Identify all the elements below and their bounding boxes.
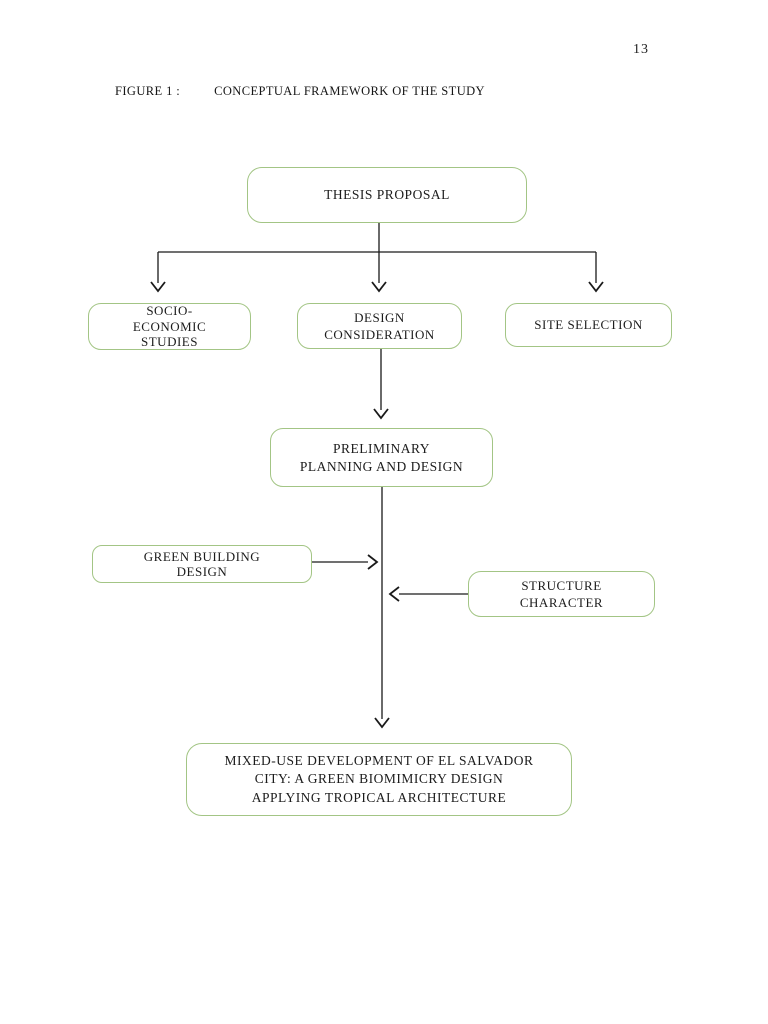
- node-socio-economic-studies: SOCIO- ECONOMIC STUDIES: [88, 303, 251, 350]
- prelim-to-outcome-arrow: [374, 487, 390, 729]
- node-structure-character-label: STRUCTURE CHARACTER: [519, 578, 604, 610]
- node-preliminary-planning-and-design-label: PRELIMINARY PLANNING AND DESIGN: [299, 441, 464, 474]
- figure-heading: FIGURE 1 : CONCEPTUAL FRAMEWORK OF THE ST…: [115, 84, 485, 99]
- node-design-consideration: DESIGN CONSIDERATION: [297, 303, 462, 349]
- page-number: 13: [633, 42, 649, 57]
- node-site-selection: SITE SELECTION: [505, 303, 672, 347]
- design-to-prelim-arrow: [373, 349, 389, 420]
- figure-title: CONCEPTUAL FRAMEWORK OF THE STUDY: [214, 84, 485, 98]
- node-design-consideration-label: DESIGN CONSIDERATION: [324, 310, 435, 342]
- node-site-selection-label: SITE SELECTION: [534, 317, 643, 333]
- node-structure-character: STRUCTURE CHARACTER: [468, 571, 655, 617]
- node-green-building-design-label: GREEN BUILDING DESIGN: [143, 549, 261, 579]
- node-thesis-proposal-label: THESIS PROPOSAL: [324, 187, 450, 203]
- structure-character-arrow: [388, 586, 468, 602]
- branch-left-arrow: [150, 252, 166, 293]
- node-preliminary-planning-and-design: PRELIMINARY PLANNING AND DESIGN: [270, 428, 493, 487]
- node-mixed-use-development-outcome-label: MIXED-USE DEVELOPMENT OF EL SALVADOR CIT…: [224, 752, 534, 805]
- node-green-building-design: GREEN BUILDING DESIGN: [92, 545, 312, 583]
- branch-right-arrow: [588, 252, 604, 293]
- node-socio-economic-studies-label: SOCIO- ECONOMIC STUDIES: [132, 303, 207, 350]
- node-thesis-proposal: THESIS PROPOSAL: [247, 167, 527, 223]
- green-building-arrow: [312, 554, 379, 570]
- thesis-stem-connector: [371, 223, 387, 293]
- figure-label: FIGURE 1 :: [115, 84, 181, 98]
- node-mixed-use-development-outcome: MIXED-USE DEVELOPMENT OF EL SALVADOR CIT…: [186, 743, 572, 816]
